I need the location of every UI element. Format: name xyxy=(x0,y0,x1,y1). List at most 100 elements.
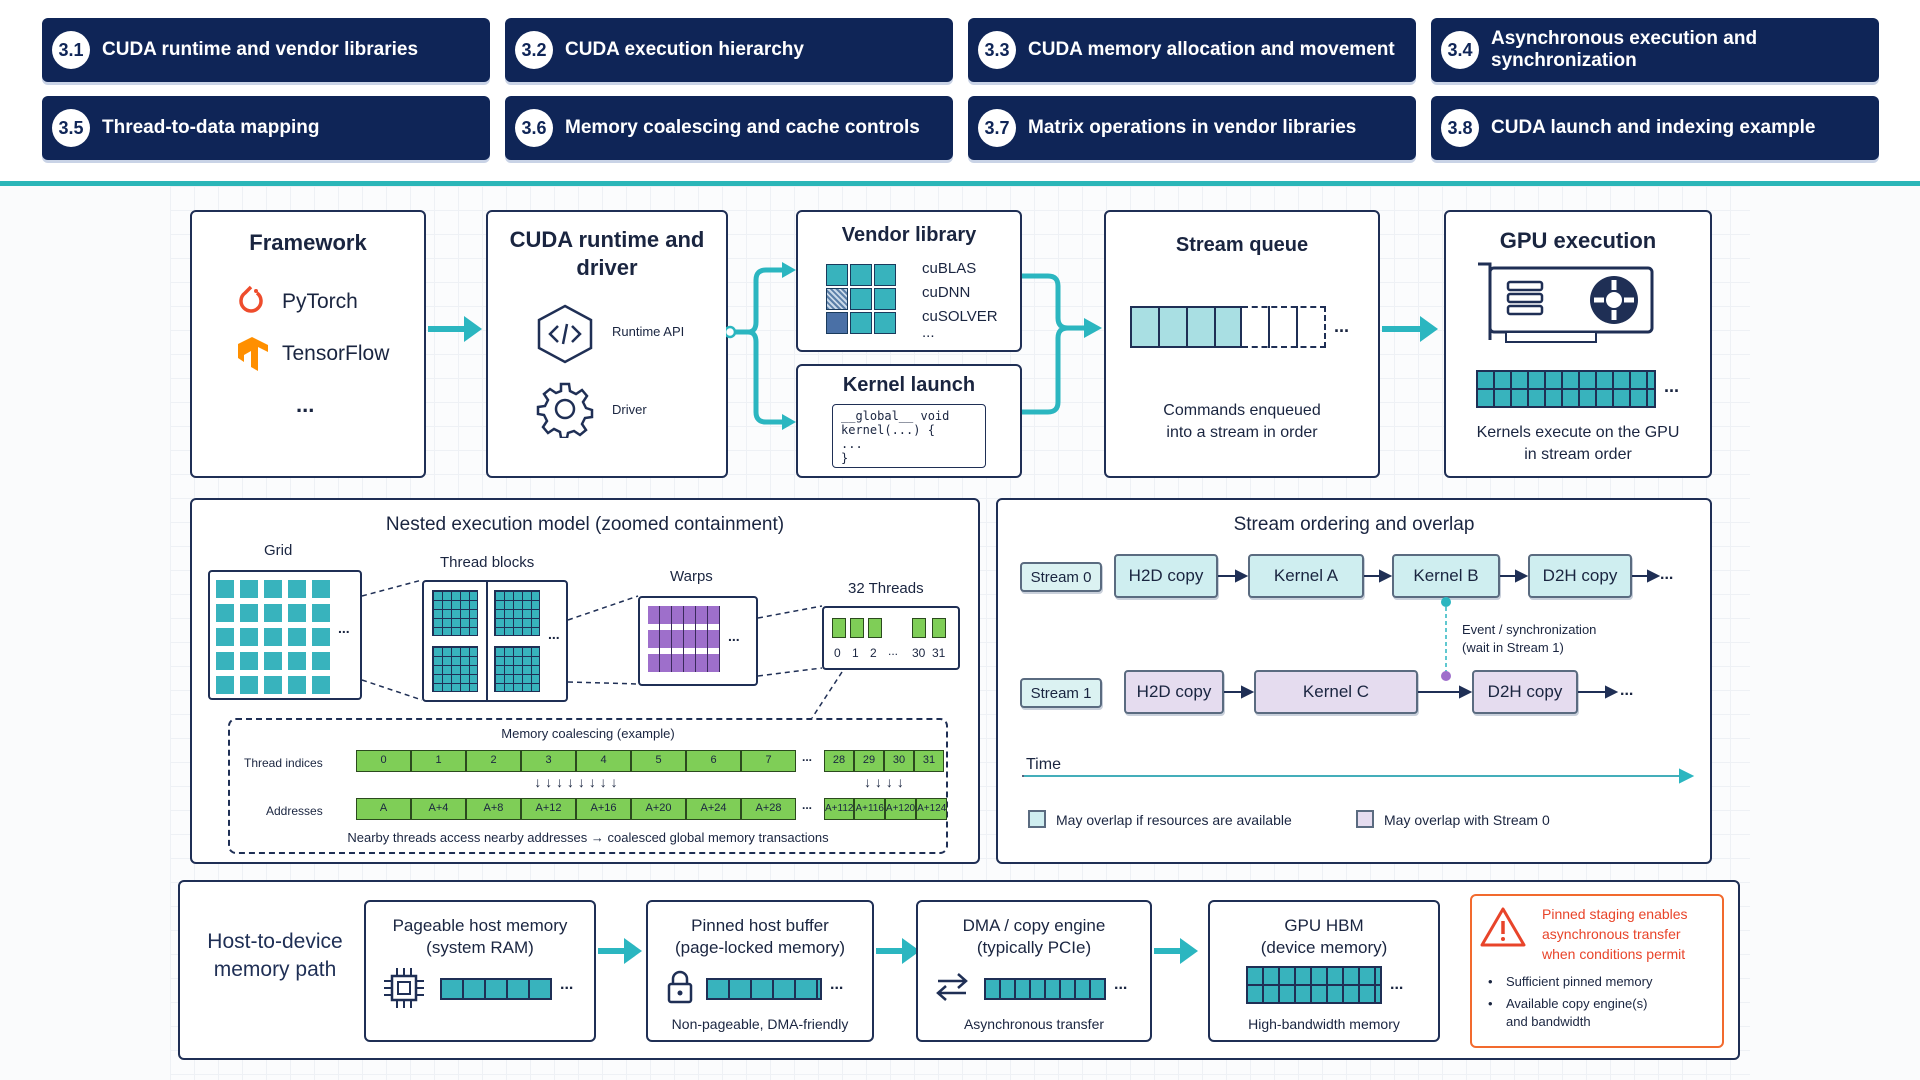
blocks-label: Thread blocks xyxy=(440,554,535,571)
arrow-connector xyxy=(1382,326,1424,332)
nested-execution-panel: Nested execution model (zoomed containme… xyxy=(190,498,980,864)
branch-arrows xyxy=(726,262,796,430)
dma-engine-box: DMA / copy engine (typically PCIe) ... A… xyxy=(916,900,1152,1042)
stream-title: Stream queue xyxy=(1175,234,1309,256)
tab-number: 3.4 xyxy=(1441,31,1479,69)
thread-id: 0 xyxy=(834,646,841,660)
tab-label: Matrix operations in vendor libraries xyxy=(1028,117,1357,138)
warning-icon xyxy=(1480,906,1526,953)
legend-label: May overlap with Stream 0 xyxy=(1384,812,1550,828)
pytorch-label: PyTorch xyxy=(282,290,358,313)
h2d-title: Host-to-device xyxy=(207,930,343,953)
memory-blocks xyxy=(440,978,552,1000)
stream-caption: Commands enqueued xyxy=(1163,402,1321,419)
tab-label: CUDA memory allocation and movement xyxy=(1028,39,1395,60)
dma-caption: Asynchronous transfer xyxy=(963,1016,1105,1032)
h2d-title: memory path xyxy=(213,958,337,981)
s0-kernel-a: Kernel A xyxy=(1248,554,1364,598)
pinned-subtitle: (page-locked memory) xyxy=(674,938,846,957)
note-bullet: and bandwidth xyxy=(1506,1014,1591,1029)
arrow-connector xyxy=(598,948,628,954)
memory-blocks xyxy=(984,978,1106,1000)
hbm-subtitle: (device memory) xyxy=(1260,938,1388,957)
tab-number: 3.5 xyxy=(52,109,90,147)
note-bullet: Sufficient pinned memory xyxy=(1506,974,1653,989)
hbm-caption: High-bandwidth memory xyxy=(1248,1016,1400,1032)
code-line: kernel(...) { xyxy=(841,423,935,437)
address-row: A A+4 A+8 A+12 A+16 A+20 A+24 A+28 xyxy=(356,798,796,820)
arrow-head xyxy=(624,938,642,964)
blocks-diagram: ... xyxy=(422,580,568,702)
matrix-icon xyxy=(826,264,898,336)
runtime-api-label: Runtime API xyxy=(612,324,685,339)
thread-id: 1 xyxy=(852,646,859,660)
arrow-head xyxy=(1180,938,1198,964)
gpu-cores xyxy=(1476,370,1656,408)
driver-label: Driver xyxy=(612,402,647,417)
tab-label: Memory coalescing and cache controls xyxy=(565,117,920,138)
queue-icon: ... xyxy=(1130,306,1349,348)
tab-number: 3.6 xyxy=(515,109,553,147)
thread-index-row-end: 28 29 30 31 xyxy=(824,750,944,772)
arrow-connector xyxy=(428,326,470,332)
thread-id: 31 xyxy=(932,646,946,660)
row-label: Addresses xyxy=(266,804,323,818)
legend-swatch-teal xyxy=(1028,810,1046,828)
framework-ellipsis: ... xyxy=(296,392,315,417)
code-hexagon-icon xyxy=(536,304,594,369)
coalescing-panel: Memory coalescing (example) Thread indic… xyxy=(228,718,948,854)
grid-label: Grid xyxy=(264,542,293,559)
tab-3-8[interactable]: 3.8 CUDA launch and indexing example xyxy=(1431,96,1879,160)
grid-diagram: ... xyxy=(208,570,362,700)
tab-number: 3.2 xyxy=(515,31,553,69)
kernel-title: Kernel launch xyxy=(842,374,976,396)
lib-cublas: cuBLAS xyxy=(922,260,977,277)
address-row-end: A+112 A+116 A+120 A+124 xyxy=(824,798,948,820)
s1-kernel-c: Kernel C xyxy=(1254,670,1418,714)
streams-title: Stream ordering and overlap xyxy=(1233,514,1475,535)
framework-box: Framework PyTorch TensorFlow ... xyxy=(190,210,426,478)
arrow-connector xyxy=(1154,948,1184,954)
tab-3-6[interactable]: 3.6 Memory coalescing and cache controls xyxy=(505,96,953,160)
dma-subtitle: (typically PCIe) xyxy=(976,938,1092,957)
note-bullet: Available copy engine(s) xyxy=(1506,996,1648,1011)
event-label: (wait in Stream 1) xyxy=(1462,640,1564,655)
pinned-caption: Non-pageable, DMA-friendly xyxy=(671,1016,849,1032)
framework-title: Framework xyxy=(249,230,367,255)
thread-index-row: 0 1 2 3 4 5 6 7 xyxy=(356,750,796,772)
vendor-library-box: Vendor library cuBLAS cuDNN cuSOLVER ... xyxy=(796,210,1022,352)
stream-0-label: Stream 0 xyxy=(1020,562,1102,592)
row-label: Thread indices xyxy=(244,756,323,770)
code-line: } xyxy=(841,451,849,465)
coalesce-caption: Nearby threads access nearby addresses →… xyxy=(347,830,829,845)
zoom-lines xyxy=(361,579,843,719)
s0-h2d-copy: H2D copy xyxy=(1114,554,1218,598)
lib-cusolver: cuSOLVER xyxy=(922,308,998,325)
arrow-head xyxy=(902,938,920,964)
s1-d2h-copy: D2H copy xyxy=(1472,670,1578,714)
memory-blocks xyxy=(706,978,822,1000)
tab-number: 3.8 xyxy=(1441,109,1479,147)
tab-label: CUDA runtime and vendor libraries xyxy=(102,39,419,60)
gear-icon xyxy=(536,380,594,443)
tab-label: CUDA launch and indexing example xyxy=(1491,117,1816,138)
event-label: Event / synchronization xyxy=(1462,622,1597,637)
hbm-title: GPU HBM xyxy=(1284,916,1364,935)
gpu-execution-box: GPU execution ... Kernels execute on the… xyxy=(1444,210,1712,478)
arrow-connector xyxy=(876,948,906,954)
note-line: Pinned staging enables xyxy=(1542,906,1688,922)
arrow-head xyxy=(464,316,482,342)
gpu-hbm-box: GPU HBM (device memory) ... High-bandwid… xyxy=(1208,900,1440,1042)
coalesce-title: Memory coalescing (example) xyxy=(501,726,675,741)
stream-ordering-panel: Stream ordering and overlap Stream 0 H2D… xyxy=(996,498,1712,864)
gpu-title: GPU execution xyxy=(1499,228,1657,253)
thread-id: 2 xyxy=(870,646,877,660)
time-axis-label: Time xyxy=(1026,756,1061,773)
